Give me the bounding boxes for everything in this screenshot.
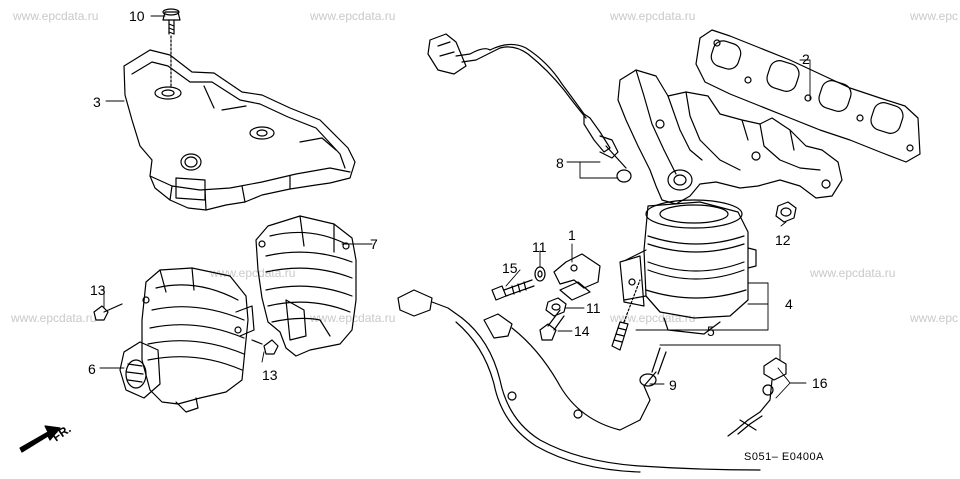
callout-7: 7 (370, 236, 378, 252)
watermark: www.epcdata.ru (810, 266, 896, 280)
bracket-1 (553, 253, 601, 301)
lower-oxygen-sensor-16 (727, 357, 787, 437)
nut-11-lower (545, 297, 567, 317)
bolt-13-left (93, 303, 123, 321)
callout-10: 10 (129, 8, 145, 24)
catalytic-converter (619, 199, 757, 335)
callout-5: 5 (707, 323, 715, 339)
bolt-15 (491, 279, 535, 301)
upper-heat-shield (123, 49, 356, 211)
callout-13-right: 13 (262, 367, 278, 383)
leader-lines (99, 15, 811, 399)
upper-oxygen-sensor (427, 33, 632, 183)
converter-heat-shield (255, 215, 357, 357)
callout-11-upper: 11 (532, 239, 547, 255)
watermark: www.epcdata.ru (310, 311, 396, 325)
watermark: www.epc (910, 311, 959, 325)
watermark: www.epcdata.ru (11, 311, 97, 325)
callout-8: 8 (556, 155, 564, 171)
lower-oxygen-sensor-9 (397, 289, 761, 473)
callout-1: 1 (568, 227, 576, 243)
exhaust-gasket (695, 29, 921, 163)
bolt-10 (162, 8, 181, 89)
exhaust-manifold (617, 69, 843, 205)
callout-4: 4 (785, 296, 793, 312)
washer-11-upper (534, 266, 546, 282)
watermark: www.epcdata.ru (310, 9, 396, 23)
diagram-code: S051– E0400A (744, 451, 825, 463)
front-converter-assembly (119, 267, 255, 413)
callout-11-lower: 11 (586, 300, 601, 316)
callout-12: 12 (775, 232, 791, 248)
callout-14: 14 (574, 323, 590, 339)
callout-6: 6 (88, 361, 96, 377)
watermark: www.epc (910, 9, 959, 23)
callout-15: 15 (502, 260, 518, 276)
watermark: www.epcdata.ru (210, 266, 296, 280)
stud-5 (611, 279, 641, 351)
bolt-14 (539, 309, 565, 341)
front-direction-arrow (19, 425, 61, 453)
callout-3: 3 (93, 94, 101, 110)
watermark: www.epcdata.ru (610, 9, 696, 23)
callout-16: 16 (812, 375, 828, 391)
callout-2: 2 (802, 51, 810, 67)
callout-9: 9 (669, 377, 677, 393)
nut-12 (775, 201, 797, 223)
bolt-13-right (251, 339, 279, 355)
watermark: www.epcdata.ru (13, 9, 99, 23)
callout-13-left: 13 (90, 282, 106, 298)
